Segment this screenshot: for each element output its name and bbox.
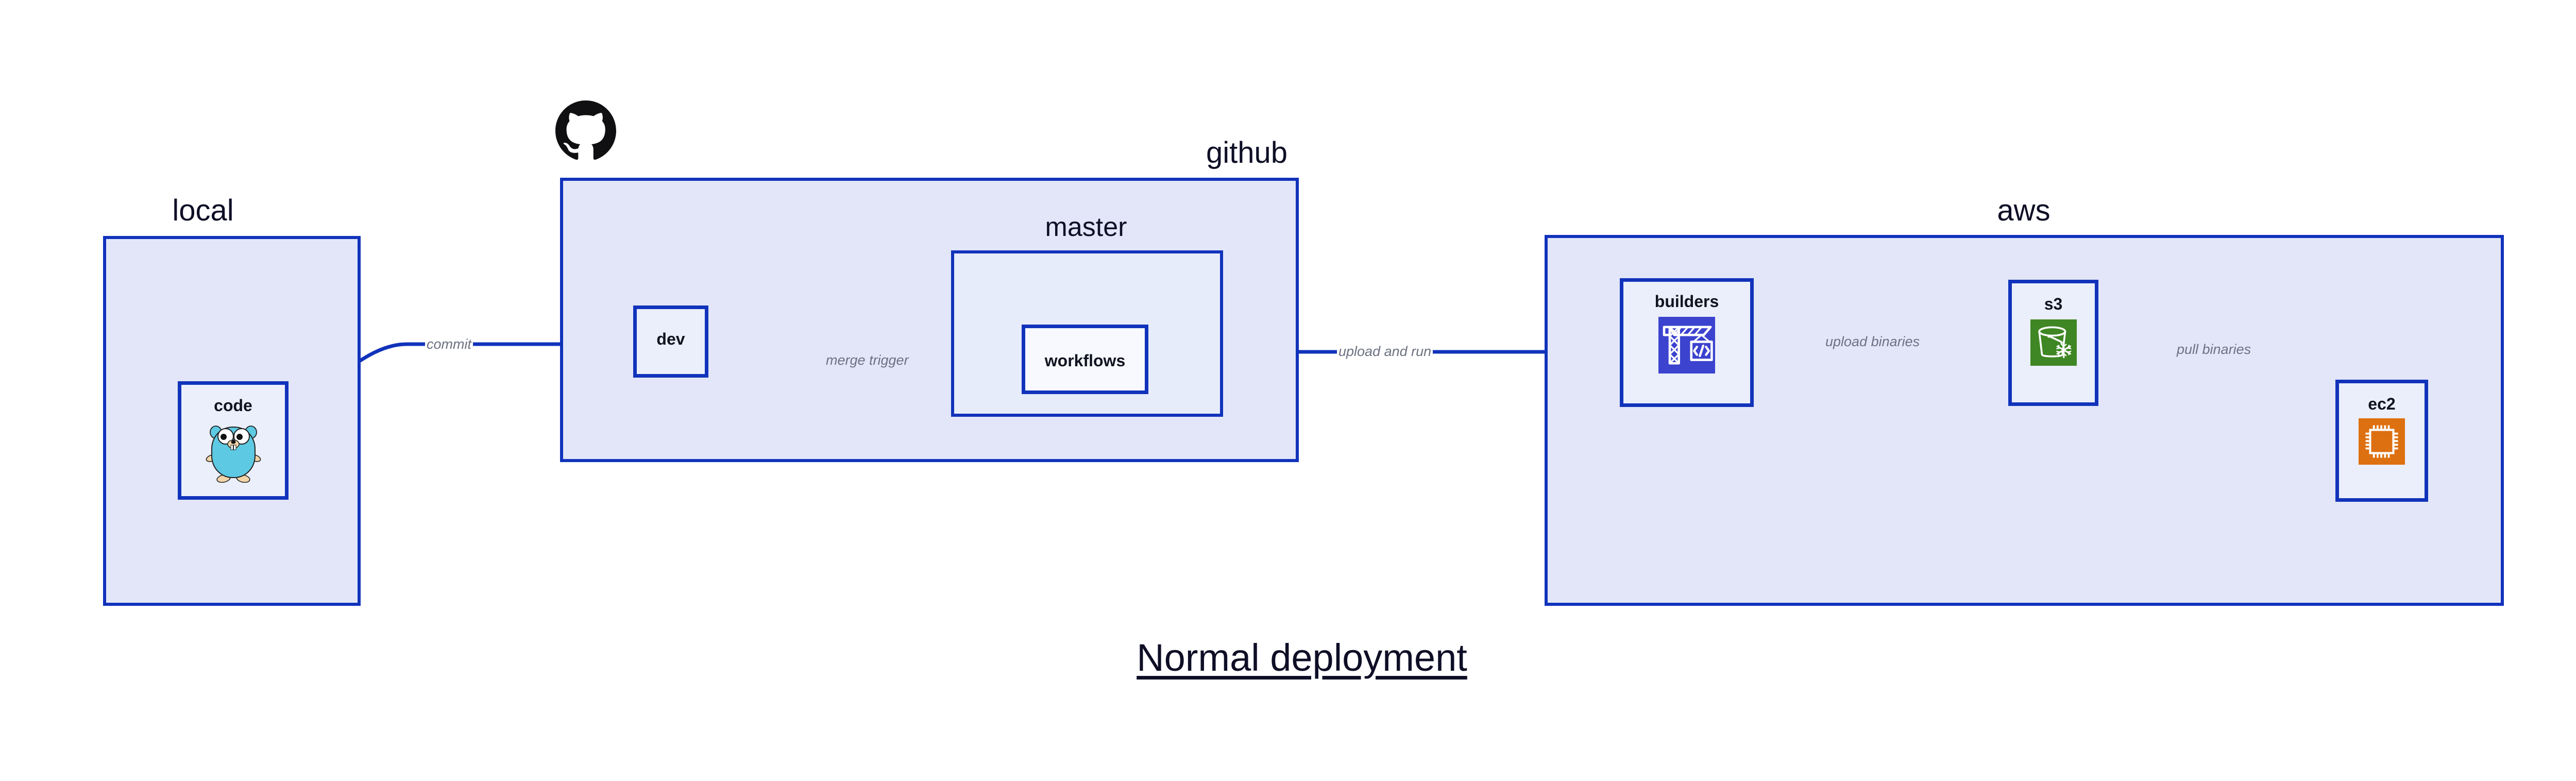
group-label-github: github: [1206, 136, 1288, 169]
node-code[interactable]: code: [178, 381, 289, 500]
node-s3[interactable]: s3: [2008, 280, 2098, 406]
group-label-aws: aws: [1997, 194, 2050, 227]
aws-ec2-chip-icon: [2359, 418, 2405, 465]
node-workflows[interactable]: workflows: [1022, 325, 1148, 394]
node-builders[interactable]: builders: [1620, 278, 1754, 407]
edge-label-upload-binaries: upload binaries: [1824, 335, 1922, 349]
diagram-caption: Normal deployment: [1137, 636, 1467, 679]
node-title-dev: dev: [656, 330, 685, 348]
edge-label-commit: commit: [425, 337, 473, 351]
edge-label-upload-and-run: upload and run: [1337, 345, 1433, 359]
golang-gopher-icon: [205, 421, 262, 483]
github-octocat-icon: [555, 100, 616, 161]
aws-s3-glacier-icon: [2030, 319, 2077, 366]
node-ec2[interactable]: ec2: [2335, 380, 2428, 502]
node-title-workflows: workflows: [1044, 351, 1126, 370]
aws-codebuild-icon: [1658, 317, 1715, 373]
node-title-s3: s3: [2044, 295, 2063, 313]
edge-label-merge-trigger: merge trigger: [824, 353, 910, 367]
node-dev[interactable]: dev: [633, 305, 708, 378]
edge-label-pull-binaries: pull binaries: [2175, 343, 2253, 356]
node-title-builders: builders: [1654, 292, 1719, 311]
group-label-local: local: [172, 194, 234, 227]
node-title-code: code: [214, 396, 252, 415]
node-title-ec2: ec2: [2368, 395, 2396, 413]
group-label-master: master: [1045, 212, 1127, 242]
